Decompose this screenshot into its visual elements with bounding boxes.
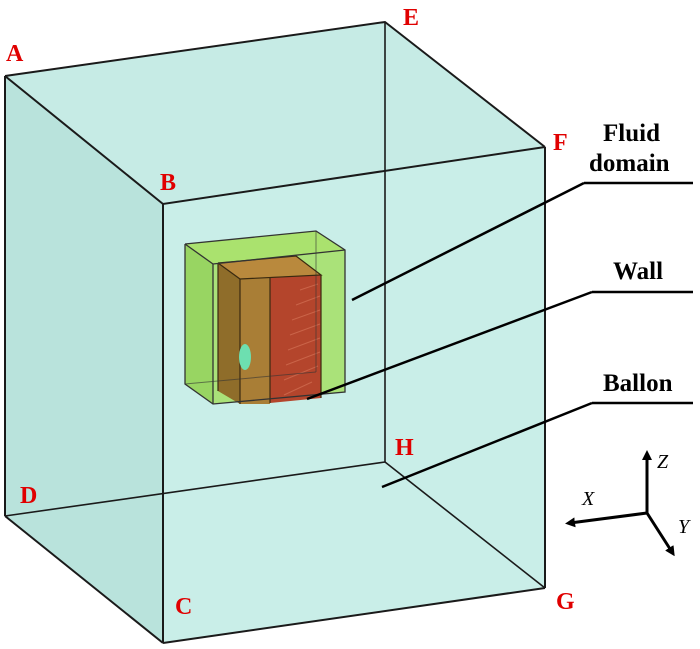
ballon-face-top <box>5 22 545 204</box>
fluid-domain-label-line2: domain <box>589 150 670 177</box>
z-axis-label: Z <box>657 451 669 473</box>
wall-face-mid <box>240 277 270 404</box>
hidden-edge-h-g <box>384 461 546 589</box>
vertex-label-a: A <box>6 41 24 67</box>
vertex-label-f: F <box>553 130 568 156</box>
x-axis-arrow <box>565 511 648 528</box>
callout-lines <box>306 181 693 489</box>
wall-label: Wall <box>613 258 663 285</box>
fluid-domain-label-line1: Fluid <box>603 120 660 147</box>
fluid-domain-leader <box>351 181 585 302</box>
y-axis-label: Y <box>678 516 691 538</box>
wall-block <box>217 255 323 404</box>
wall-hole <box>239 344 251 370</box>
x-axis-label: X <box>581 488 595 510</box>
wall-face-top <box>218 256 321 279</box>
vertex-label-g: G <box>556 589 575 615</box>
fluid-face-left <box>185 244 213 404</box>
wall-leader <box>306 290 593 401</box>
fluid-edge-hidden-h <box>184 371 317 385</box>
vertex-label-h: H <box>395 435 414 461</box>
ballon-leader <box>381 401 593 489</box>
fluid-domain-box <box>184 230 346 405</box>
wall-face-left <box>218 263 240 404</box>
outer-edge-a-e-f <box>4 20 546 148</box>
ballon-face-left <box>5 76 163 643</box>
y-axis-arrow <box>645 512 675 557</box>
fluid-face-top <box>185 231 345 264</box>
wall-face-front <box>270 275 321 403</box>
coordinate-axes: Z X Y <box>565 450 691 557</box>
vertex-label-b: B <box>160 170 176 196</box>
vertex-label-e: E <box>403 5 419 31</box>
outer-edge-d-c <box>4 515 164 644</box>
ballon-label: Ballon <box>603 370 673 397</box>
vertex-label-c: C <box>175 594 192 620</box>
vertex-label-d: D <box>20 483 37 509</box>
outer-edge-c-g <box>162 587 546 644</box>
hidden-edge-d-h <box>4 461 386 517</box>
